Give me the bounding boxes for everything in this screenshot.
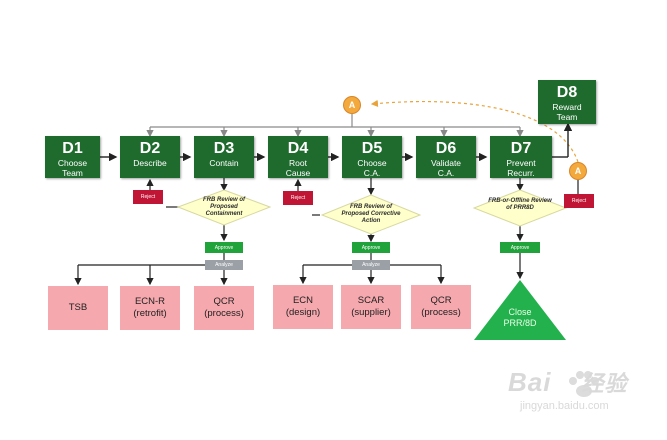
step-d2-code: D2 (139, 140, 161, 157)
outcome-ecn: ECN(design) (273, 285, 333, 329)
outcome-ecn-r-line1: ECN-R (134, 296, 166, 307)
step-d2-label: Describe (133, 158, 167, 168)
step-d6-code: D6 (435, 140, 457, 157)
outcome-qcr-containment: QCR(process) (194, 286, 254, 330)
approve-tag-corrective: Approve (352, 242, 390, 253)
step-d3-label: Contain (209, 158, 239, 168)
step-arrows (100, 122, 573, 162)
step-d4-code: D4 (287, 140, 309, 157)
reject-tag-d2: Reject (133, 190, 163, 204)
decision-text-containment: FRB Review of Proposed Containment (202, 197, 245, 217)
connector-a-d7: A (569, 162, 587, 180)
close-text-line2: PRR/8D (503, 318, 537, 328)
step-d4-label: Root Cause (285, 158, 311, 178)
step-d1-code: D1 (62, 140, 83, 157)
outcome-tsb: TSB (48, 286, 108, 330)
approve-tag-containment: Approve (205, 242, 243, 253)
watermark-brand2-text: 经验 (581, 371, 628, 396)
step-d5: D5 Choose C.A. (342, 136, 402, 178)
step-d5-code: D5 (361, 140, 383, 157)
outcome-tsb-line1: TSB (68, 302, 88, 313)
close-flow (516, 178, 579, 280)
step-d4: D4 Root Cause (268, 136, 328, 178)
connector-a-top: A (343, 96, 361, 114)
feedback-bracket (146, 112, 524, 138)
reject-tag-d7: Reject (564, 194, 594, 208)
step-d8-code: D8 (556, 84, 578, 101)
watermark-url: jingyan.baidu.com (520, 400, 609, 412)
step-d3: D3 Contain (194, 136, 254, 178)
close-text-line1: Close (508, 307, 532, 317)
step-d7-code: D7 (510, 140, 532, 157)
outcome-ecn-line1: ECN (292, 295, 314, 306)
watermark-paw-icon (569, 371, 599, 397)
step-d3-code: D3 (213, 140, 235, 157)
step-d2: D2 Describe (120, 136, 180, 178)
watermark-brand: Bai 经验 (508, 366, 627, 398)
decision-diamond-corrective (320, 194, 422, 235)
analyze-tag-corrective: Analyze (352, 260, 390, 270)
step-d6-label: Validate C.A. (430, 158, 462, 178)
outcome-qcr-corrective-line1: QCR (430, 295, 452, 306)
outcome-qcr-containment-line1: QCR (213, 296, 235, 307)
outcome-ecn-line2: (design) (285, 307, 321, 318)
outcome-qcr-corrective-line2: (process) (421, 307, 461, 318)
analyze-tag-containment: Analyze (205, 260, 243, 270)
approve-tag-close: Approve (500, 242, 540, 253)
outcome-qcr-corrective: QCR(process) (411, 285, 471, 329)
step-d8: D8 Reward Team (538, 80, 596, 124)
watermark-brand-text: Bai (508, 367, 552, 397)
step-d8-label: Reward Team (552, 102, 582, 122)
decision-text-corrective: FRB Review of Proposed Corrective Action (341, 204, 401, 224)
outcome-ecn-r: ECN-R(retrofit) (120, 286, 180, 330)
decision-text-close: FRB-or-Offline Review of PRR8D (488, 198, 552, 211)
close-text: Close PRR/8D (490, 307, 550, 329)
outcome-qcr-containment-line2: (process) (204, 308, 244, 319)
decision-diamond-containment (176, 189, 272, 226)
outcome-scar: SCAR(supplier) (341, 285, 401, 329)
close-triangle (474, 280, 566, 340)
step-d1: D1 Choose Team (45, 136, 100, 178)
step-d7-label: Prevent Recurr. (506, 158, 536, 178)
step-d5-label: Choose C.A. (357, 158, 387, 178)
step-d1-label: Choose Team (57, 158, 88, 178)
step-d6: D6 Validate C.A. (416, 136, 476, 178)
outcome-ecn-r-line2: (retrofit) (133, 308, 167, 319)
step-d7: D7 Prevent Recurr. (490, 136, 552, 178)
decision-diamond-close (472, 189, 568, 227)
outcome-scar-line1: SCAR (357, 295, 385, 306)
reject-tag-d4: Reject (283, 191, 313, 205)
outcome-scar-line2: (supplier) (351, 307, 391, 318)
